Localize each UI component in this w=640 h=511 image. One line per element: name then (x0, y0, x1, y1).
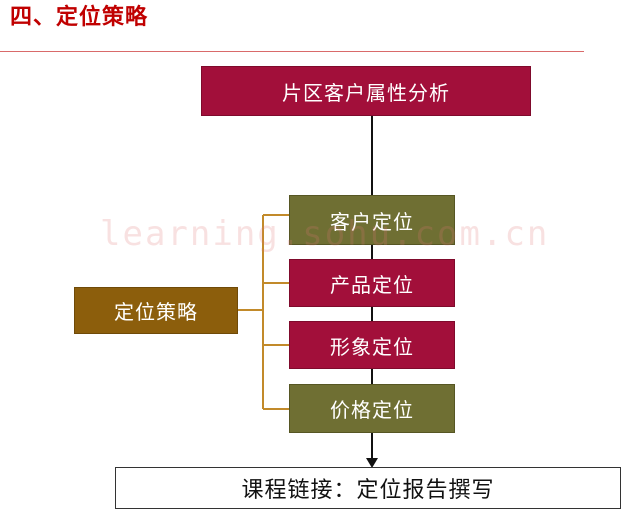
course-link[interactable]: 课程链接：定位报告撰写 (115, 467, 621, 509)
page-title: 四、定位策略 (10, 5, 149, 30)
customer-attribute-analysis-node: 片区客户属性分析 (201, 66, 531, 116)
title-divider (0, 51, 584, 52)
image-positioning-node: 形象定位 (289, 321, 455, 369)
arrow-head-icon (366, 458, 378, 468)
positioning-strategy-node: 定位策略 (74, 287, 238, 334)
product-positioning-node: 产品定位 (289, 259, 455, 307)
price-positioning-node: 价格定位 (289, 384, 455, 433)
bracket-connector (238, 214, 289, 410)
customer-positioning-node: 客户定位 (289, 195, 455, 245)
